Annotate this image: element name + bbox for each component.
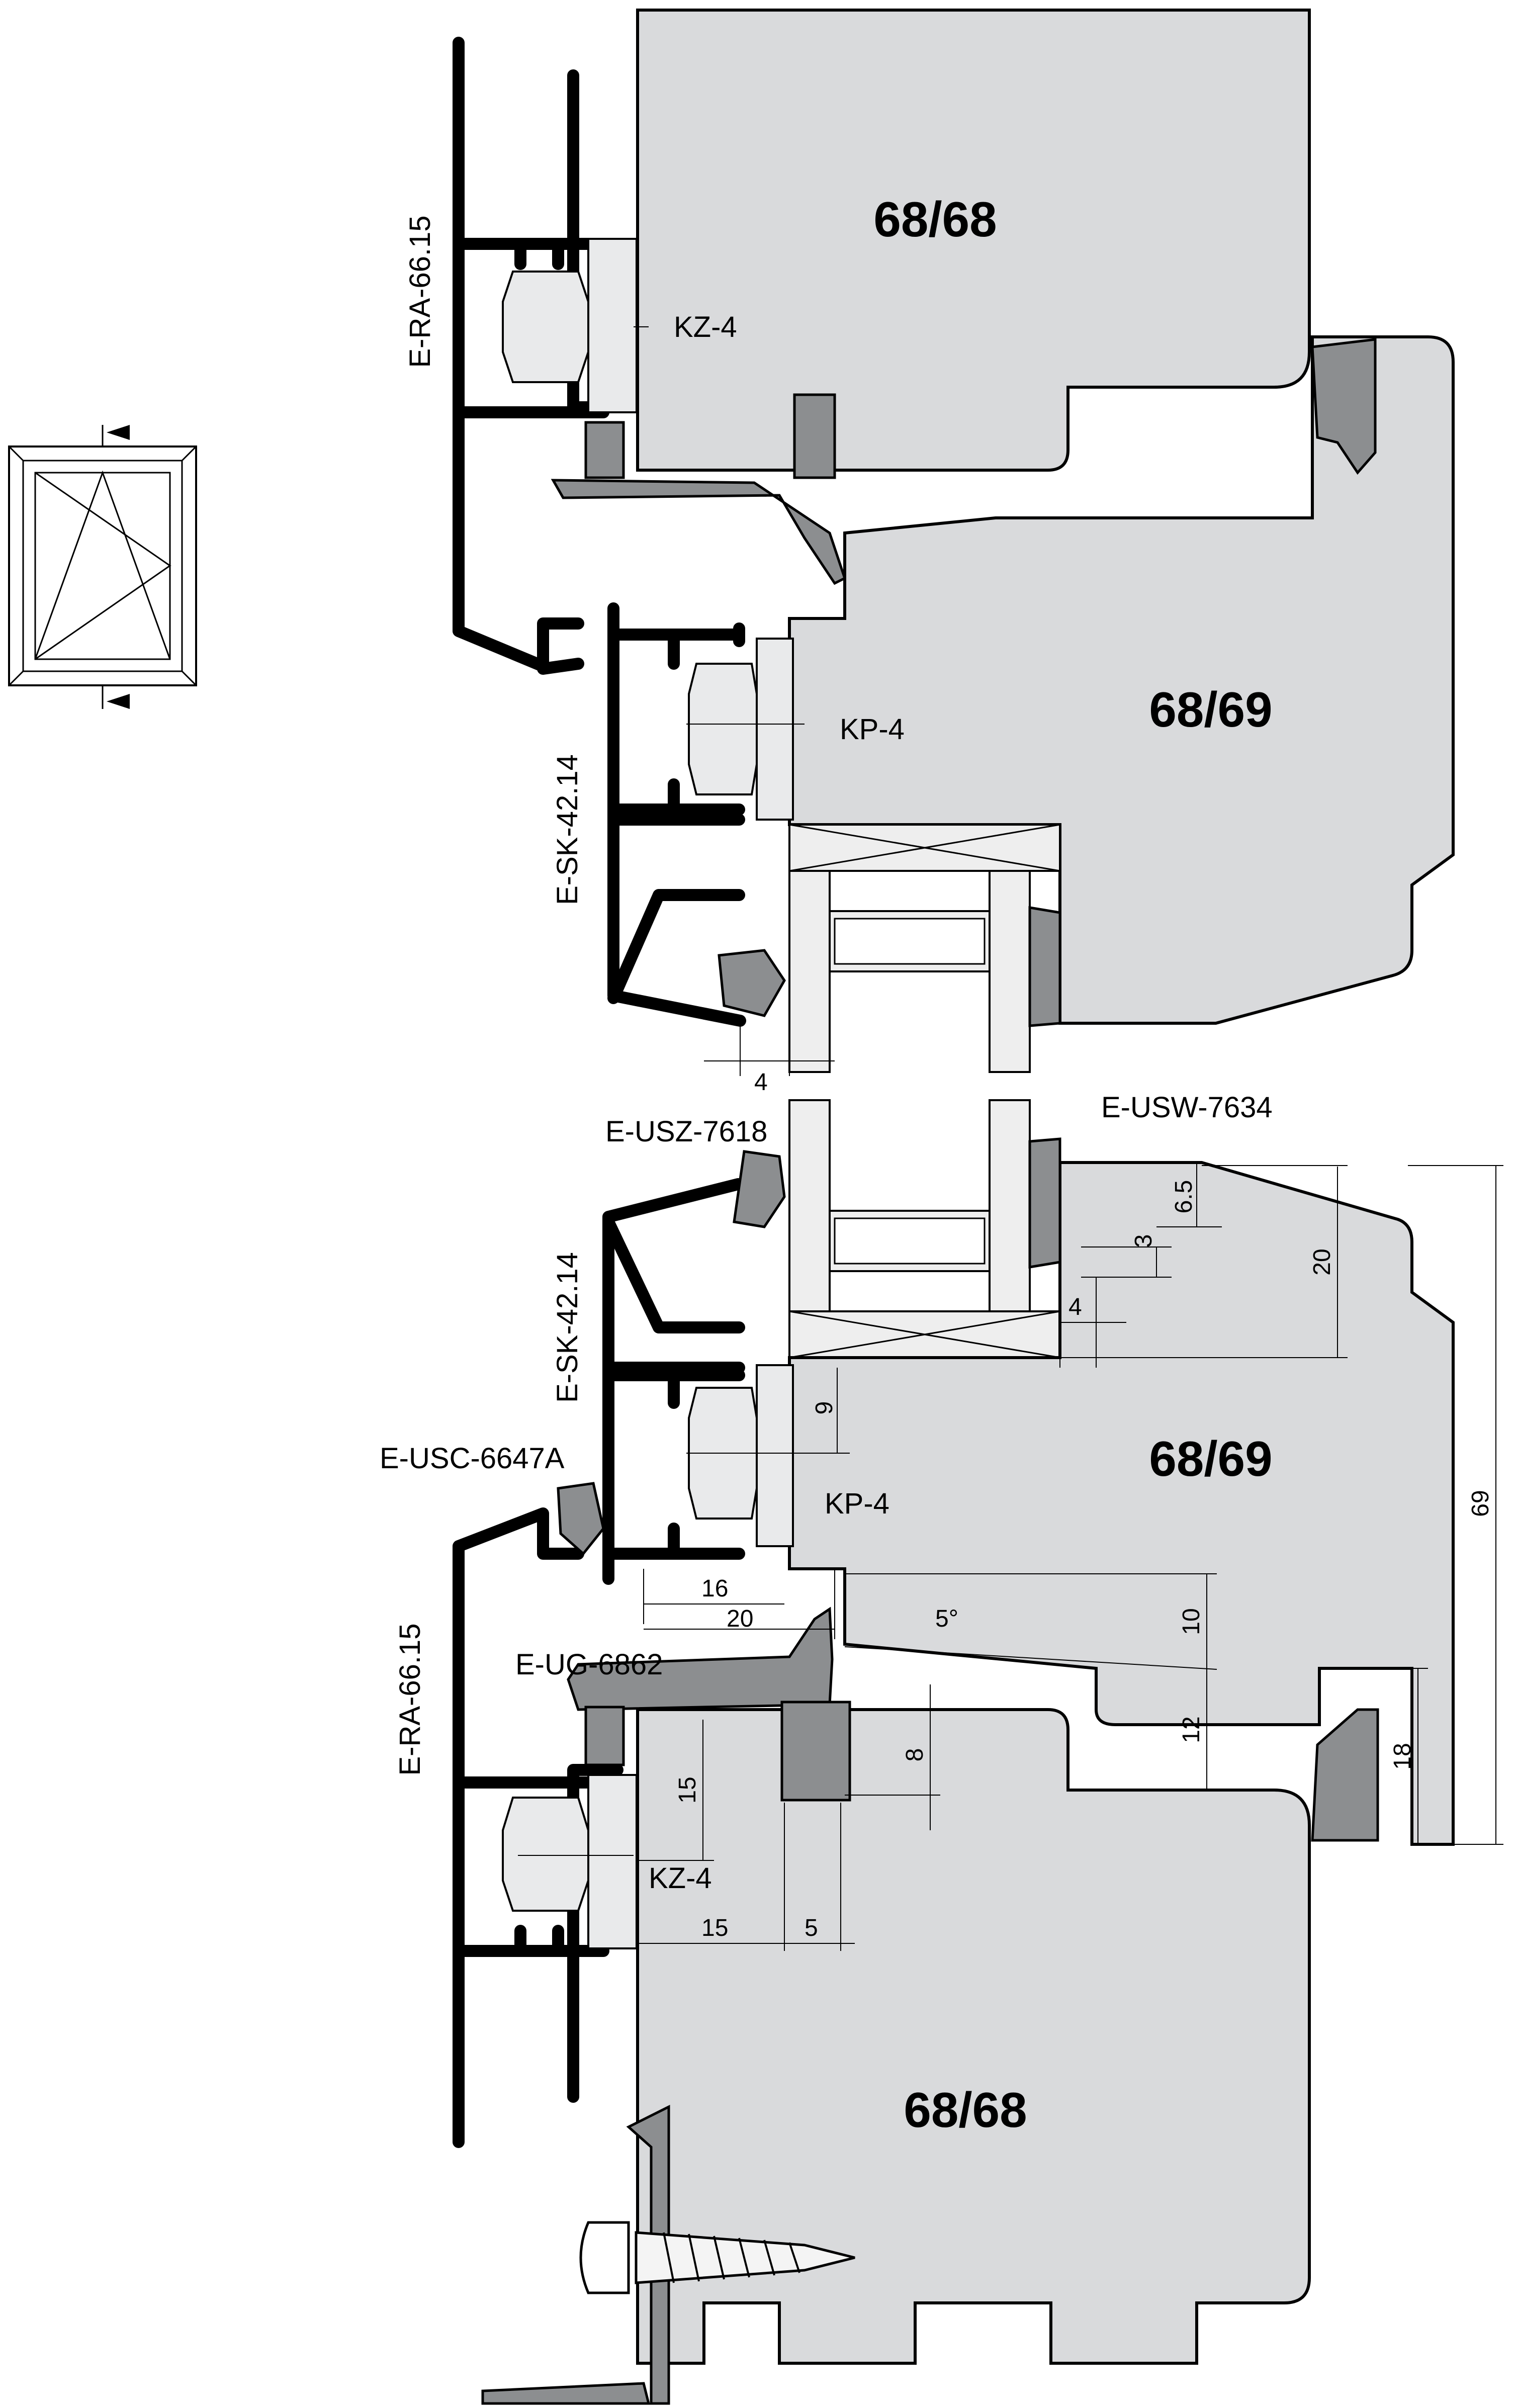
clips (502, 238, 794, 1949)
dim-glass-offset: 4 (754, 1069, 768, 1096)
seal-usz-label: E-USZ-7618 (605, 1115, 767, 1148)
dim-rebate-height: 20 (1309, 1248, 1335, 1275)
glass-unit-bottom (788, 1099, 1061, 1359)
wood-top-sash-label: 68/69 (1149, 682, 1272, 737)
wood-top-sash (788, 335, 1455, 1025)
seal-usw-label: E-USW-7634 (1101, 1091, 1273, 1124)
dim-total-height: 69 (1467, 1490, 1494, 1517)
glass-unit-top (788, 824, 1061, 1073)
wood-bottom-sash (788, 1161, 1455, 1846)
wood-bottom-frame-label: 68/68 (904, 2082, 1027, 2137)
dim-seal-height: 18 (1389, 1743, 1416, 1769)
dim-groove-step: 3 (1130, 1234, 1157, 1248)
dim-slope-angle: 5° (935, 1606, 958, 1632)
clip-kp-top-label: KP-4 (840, 713, 905, 746)
dimension-lines: 4 6.5 3 20 4 69 9 16 20 5° 10 12 8 (518, 326, 1503, 1951)
dim-groove-width: 5 (805, 1915, 818, 1941)
dim-overlap: 12 (1178, 1716, 1205, 1743)
gaskets (481, 338, 1379, 2405)
wood-top-frame-label: 68/68 (873, 192, 997, 247)
dim-rebate-width: 4 (1068, 1294, 1082, 1320)
wood-bottom-sash-label: 68/69 (1149, 1431, 1272, 1486)
dim-slope-drop: 10 (1178, 1608, 1205, 1635)
seal-ug-label: E-UG-6862 (515, 1648, 663, 1681)
dim-groove-depth: 6.5 (1171, 1180, 1197, 1214)
sash-cover-bottom-label: E-SK-42.14 (551, 1252, 584, 1403)
clip-kp-bottom-label: KP-4 (825, 1487, 889, 1520)
seal-usc-label: E-USC-6647A (380, 1442, 565, 1475)
cover-top-label: E-RA-66.15 (404, 215, 436, 368)
sash-cover-top-label: E-SK-42.14 (551, 754, 584, 905)
dim-cover-width: 16 (701, 1575, 728, 1602)
dim-frame-rebate-height: 15 (674, 1776, 701, 1803)
profile-labels: E-RA-66.15 KZ-4 E-SK-42.14 KP-4 E-USZ-76… (380, 215, 1273, 1895)
dim-frame-rebate-width: 15 (701, 1915, 728, 1941)
wood-bottom-frame (636, 1708, 1311, 2365)
dim-gasket-depth: 8 (902, 1748, 928, 1762)
clip-kz-bottom-label: KZ-4 (649, 1862, 712, 1895)
screw-icon (579, 2221, 855, 2294)
dim-sash-width: 20 (727, 1606, 753, 1632)
wood-top-frame (636, 9, 1311, 472)
clip-kz-top-label: KZ-4 (674, 311, 737, 343)
cover-bottom-label: E-RA-66.15 (394, 1623, 426, 1775)
tilt-turn-window-icon (8, 425, 197, 709)
aluminium-profiles (453, 37, 746, 2148)
dim-clip-offset: 9 (811, 1401, 838, 1415)
